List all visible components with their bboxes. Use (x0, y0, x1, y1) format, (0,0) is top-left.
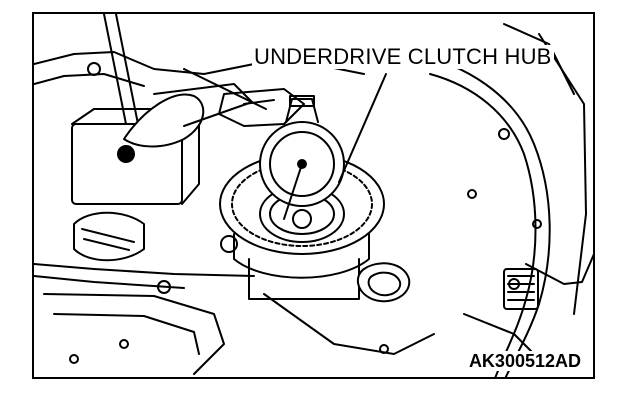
illustration-frame: UNDERDRIVE CLUTCH HUB AK300512AD (32, 12, 595, 379)
lower-plate (34, 262, 435, 375)
callout-label: UNDERDRIVE CLUTCH HUB (252, 44, 554, 69)
callout-leader-line (338, 73, 387, 183)
figure-id: AK300512AD (466, 351, 583, 371)
line-drawing (34, 14, 593, 377)
dial-indicator-stand (71, 14, 267, 262)
transmission-case (379, 23, 593, 377)
